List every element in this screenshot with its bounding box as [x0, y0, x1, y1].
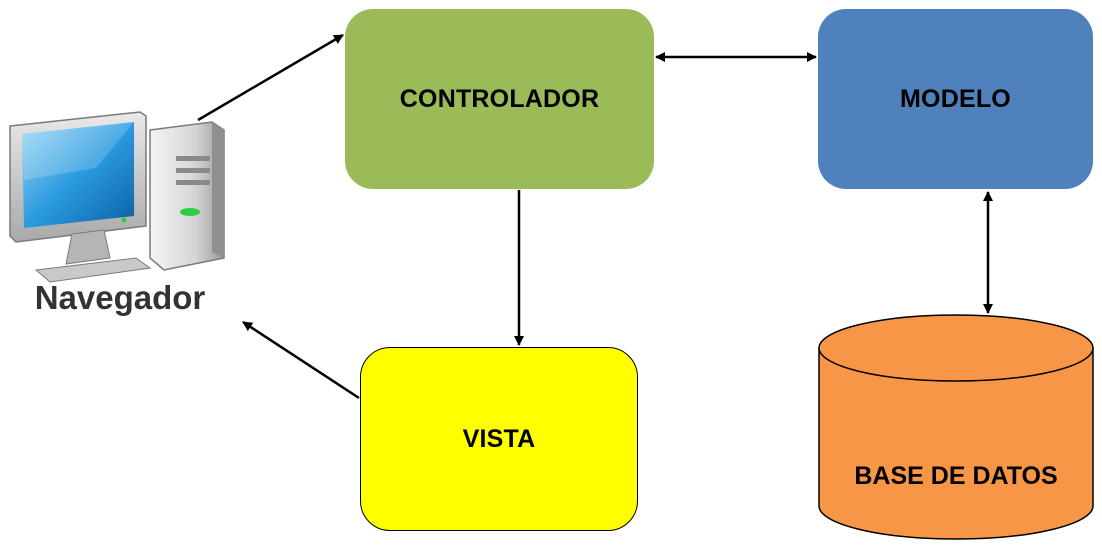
database-label: BASE DE DATOS	[854, 462, 1058, 490]
model-node: MODELO	[818, 9, 1093, 189]
view-node: VISTA	[360, 347, 638, 531]
browser-label: Navegador	[34, 279, 206, 316]
computer-icon	[9, 111, 225, 283]
view-label: VISTA	[462, 424, 536, 453]
model-label: MODELO	[900, 84, 1011, 113]
controller-label: CONTROLADOR	[399, 84, 600, 113]
arrow-browser-to-controller	[197, 33, 344, 122]
arrow-view-to-browser	[242, 320, 360, 400]
controller-node: CONTROLADOR	[345, 9, 654, 189]
database-cylinder	[818, 314, 1094, 540]
